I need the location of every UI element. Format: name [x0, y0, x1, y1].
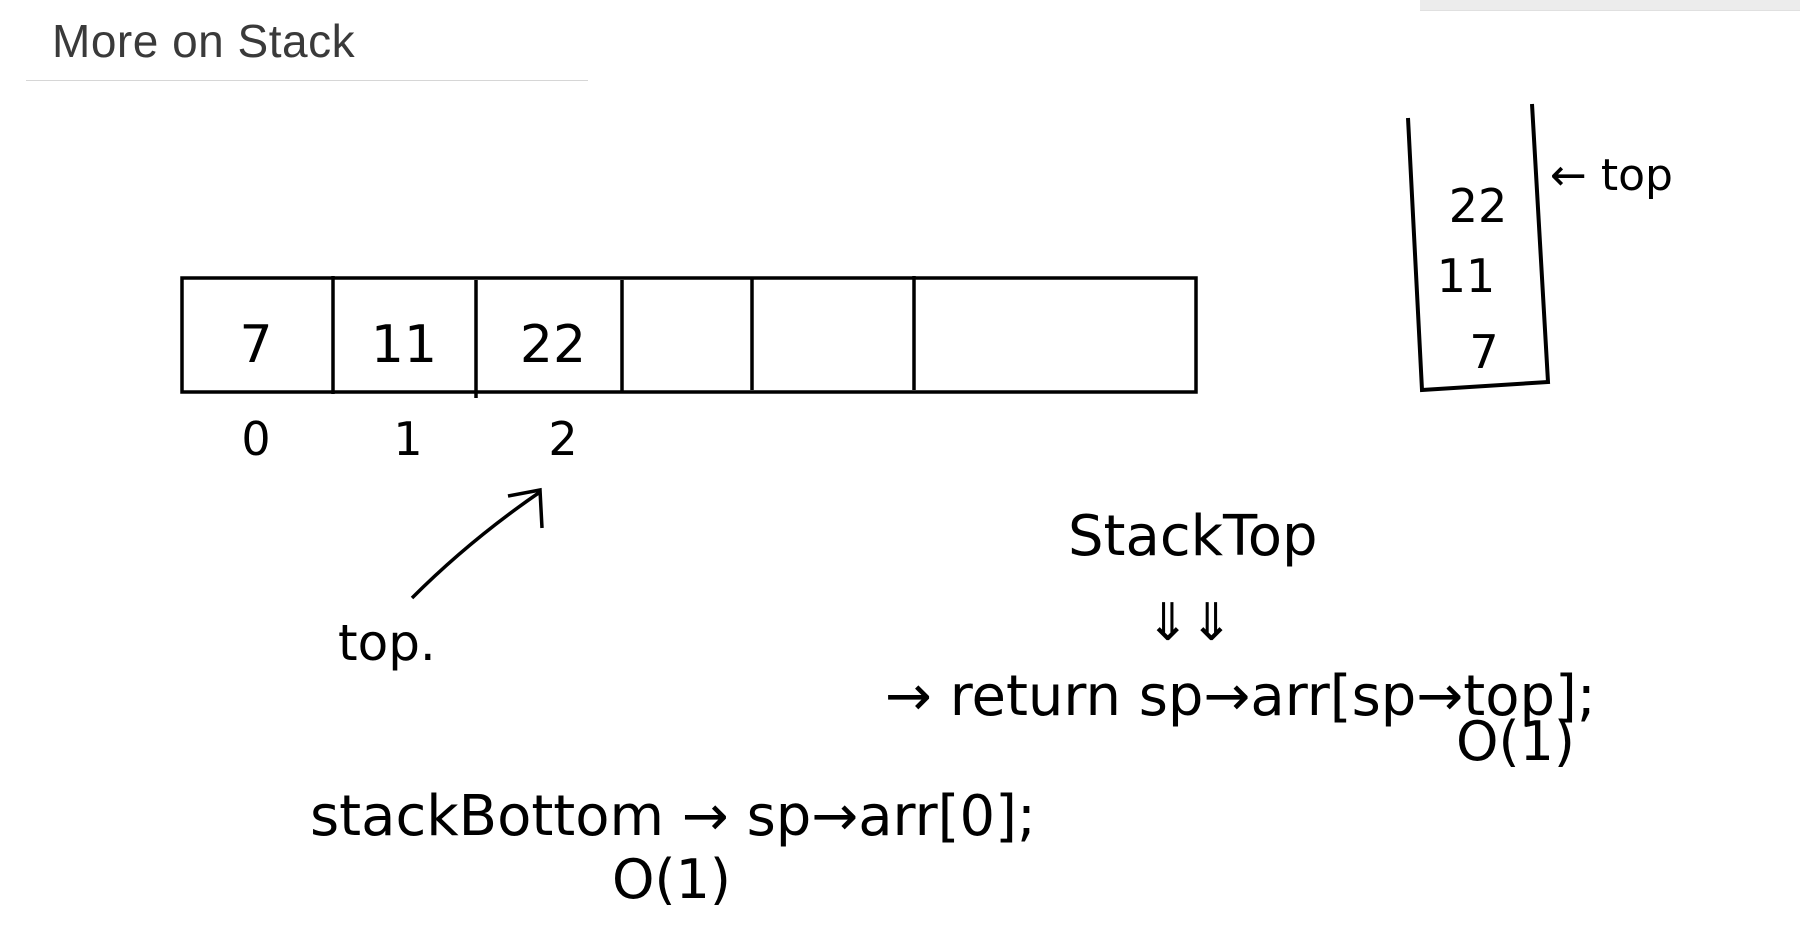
- array-index-0: 0: [241, 412, 270, 466]
- stack-item-0: 22: [1449, 179, 1508, 233]
- stack-item-1: 11: [1437, 249, 1496, 303]
- title-divider: [26, 80, 588, 81]
- vertical-stack-diagram: 22 11 7 ← top: [1406, 103, 1673, 393]
- stack-top-pointer-label: ← top: [1550, 150, 1673, 201]
- stack-bottom-code: stackBottom → sp→arr[0];: [310, 784, 1036, 849]
- page-title: More on Stack: [52, 15, 356, 67]
- stack-container: [1406, 103, 1551, 393]
- array-pointer-label: top.: [338, 614, 436, 672]
- stack-top-code: → return sp→arr[sp→top];: [885, 664, 1596, 729]
- stack-bottom-section: stackBottom → sp→arr[0]; O(1): [310, 784, 1036, 911]
- array-index-1: 1: [393, 412, 422, 466]
- array-cell-1: 11: [371, 315, 437, 375]
- array-index-2: 2: [548, 412, 577, 466]
- pointer-arrow-line: [410, 490, 541, 600]
- stack-top-section: StackTop ⇓⇓ → return sp→arr[sp→top]; O(1…: [885, 504, 1596, 773]
- stack-item-2: 7: [1469, 325, 1498, 379]
- top-pointer: top.: [338, 487, 544, 672]
- array-diagram: 7 11 22 0 1 2: [180, 276, 1198, 466]
- array-outline: [180, 276, 1198, 394]
- array-cell-2: 22: [520, 315, 586, 375]
- window-tab: [1420, 0, 1800, 11]
- stack-top-arrow: ⇓⇓: [1146, 593, 1233, 653]
- array-cell-0: 7: [239, 315, 272, 375]
- stack-bottom-complexity: O(1): [612, 848, 731, 911]
- stack-top-heading: StackTop: [1068, 504, 1318, 569]
- stack-top-complexity: O(1): [1456, 710, 1575, 773]
- pointer-arrowhead: [507, 487, 544, 529]
